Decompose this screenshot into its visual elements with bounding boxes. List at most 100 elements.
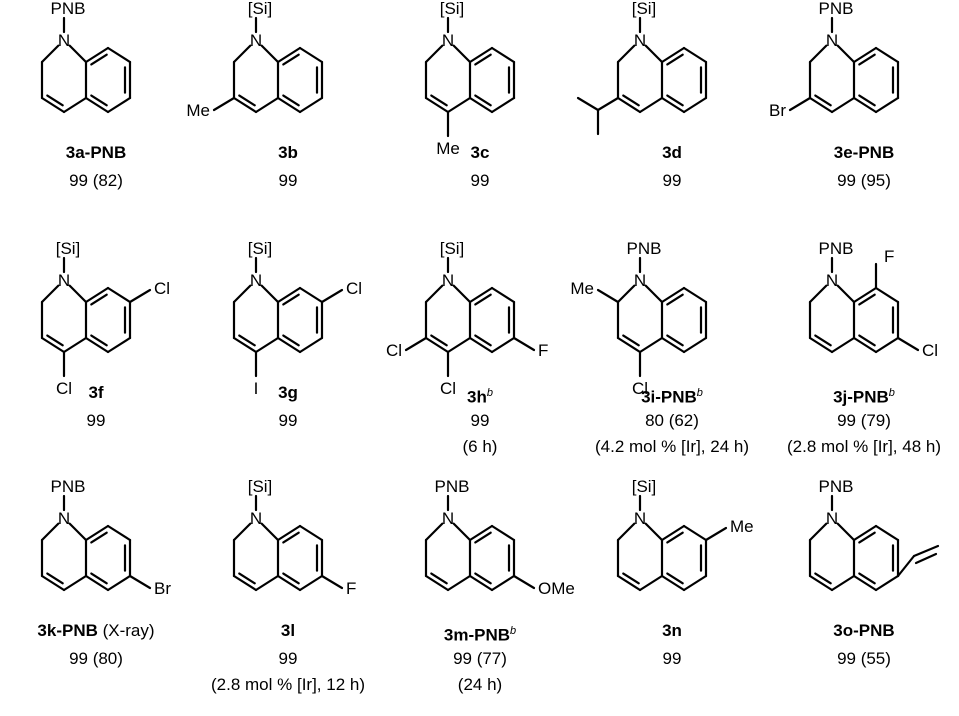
bond (512, 574, 536, 590)
double-bond (858, 94, 876, 107)
substituent-label: Br (154, 579, 171, 598)
bond (106, 96, 132, 114)
bond (830, 96, 856, 114)
bond (84, 46, 110, 64)
n-substituent-label: PNB (51, 0, 86, 18)
n-substituent-label: [Si] (56, 239, 81, 258)
bond (874, 336, 900, 354)
bond (68, 522, 88, 542)
bond (616, 574, 642, 592)
footnote-marker: b (696, 387, 703, 399)
yield-value: 99 (470, 171, 490, 190)
double-bond (282, 293, 300, 306)
yield-value: 99 (77) (453, 649, 507, 668)
nitrogen-label: N (826, 509, 838, 528)
compound-id: 3o-PNB (833, 621, 895, 640)
bond (704, 526, 728, 542)
structure-3l: N[Si]F (232, 477, 356, 598)
compound-label: 3f (0, 382, 192, 404)
double-bond (430, 94, 448, 107)
double-bond (282, 572, 300, 585)
n-substituent-label: PNB (819, 0, 854, 18)
n-substituent-label: [Si] (248, 477, 273, 496)
yield-value: 99 (470, 411, 490, 430)
compound-label: 3n (576, 620, 768, 642)
bond (638, 336, 664, 354)
double-bond (282, 531, 300, 544)
compound-id: 3g (278, 383, 298, 402)
substituent-label: Me (730, 517, 754, 536)
bond (40, 522, 60, 542)
bond (808, 44, 828, 64)
bond (682, 524, 708, 542)
bond (852, 46, 878, 64)
double-bond (282, 94, 300, 107)
compound-label: 3a-PNB (0, 142, 192, 164)
bond (874, 574, 900, 592)
double-bond (858, 53, 876, 66)
bond (254, 574, 280, 592)
compound-label: 3g (192, 382, 384, 404)
compound-id: 3d (662, 143, 682, 162)
bond (232, 284, 252, 304)
nitrogen-label: N (442, 509, 454, 528)
double-bond (666, 293, 684, 306)
bond (40, 284, 60, 304)
double-bond (90, 572, 108, 585)
nitrogen-label: N (250, 271, 262, 290)
yield-value: 99 (82) (69, 171, 123, 190)
bond (660, 96, 686, 114)
substituent-label: Br (769, 101, 786, 120)
bond (254, 336, 280, 354)
bond (638, 574, 664, 592)
bond (808, 336, 834, 354)
bond (912, 544, 940, 558)
nitrogen-label: N (58, 271, 70, 290)
bond (468, 96, 494, 114)
nitrogen-label: N (442, 31, 454, 50)
bond (896, 336, 920, 352)
double-bond (622, 94, 640, 107)
double-bond (858, 334, 876, 347)
bond (616, 96, 642, 114)
bond (276, 286, 302, 304)
yield-value: 99 (278, 411, 298, 430)
condition-note: (2.8 mol % [Ir], 12 h) (211, 675, 365, 694)
double-bond (90, 531, 108, 544)
nitrogen-label: N (826, 31, 838, 50)
n-substituent-label: [Si] (440, 239, 465, 258)
compound-id: 3k-PNB (37, 621, 98, 640)
bond (276, 524, 302, 542)
compound-id: 3e-PNB (833, 143, 895, 162)
double-bond (282, 334, 300, 347)
bond (490, 286, 516, 304)
substituent-label: Cl (56, 379, 72, 398)
bond (62, 96, 88, 114)
bond (808, 522, 828, 542)
n-substituent-label: PNB (627, 239, 662, 258)
compound-label: 3m-PNBb (384, 620, 576, 647)
double-bond (666, 531, 684, 544)
footnote-marker: b (888, 387, 895, 399)
bond (106, 286, 132, 304)
bond (874, 286, 900, 304)
bond (62, 574, 88, 592)
bond (40, 336, 66, 354)
bond (298, 286, 324, 304)
bond (40, 96, 66, 114)
bond (254, 96, 280, 114)
bond (84, 336, 110, 354)
n-substituent-label: [Si] (632, 0, 657, 18)
bond (276, 336, 302, 354)
bond (874, 96, 900, 114)
